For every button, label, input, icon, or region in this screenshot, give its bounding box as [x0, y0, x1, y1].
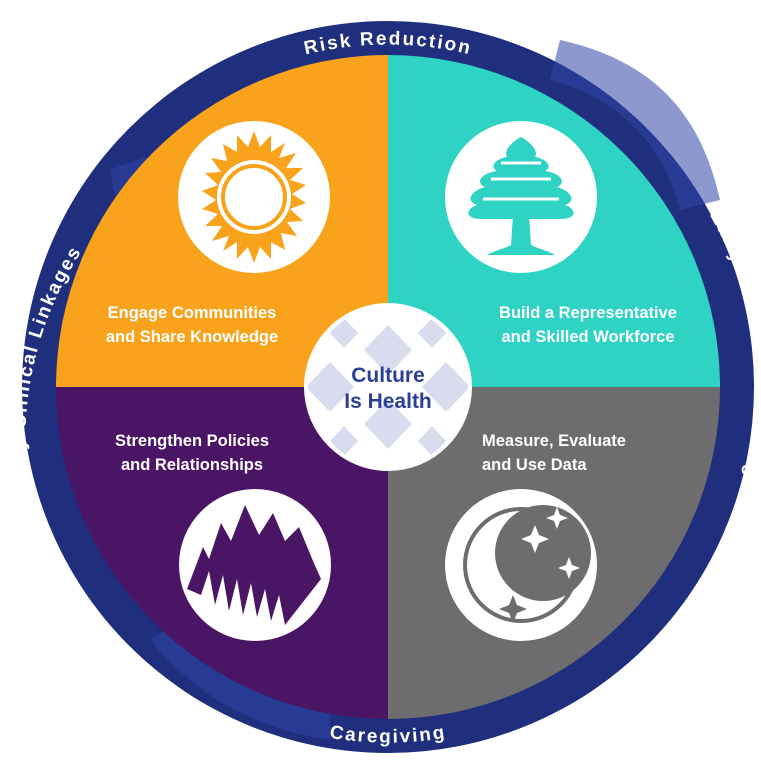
ring-swirl [550, 40, 720, 210]
sun-icon [178, 121, 330, 273]
center-pattern [308, 318, 468, 456]
moon-stars-icon [445, 489, 597, 641]
quadrant-label-workforce-line1: Build a Representative [499, 304, 677, 322]
quadrant-label-policies-line1: Strengthen Policies [115, 432, 269, 450]
mountain-icon [179, 489, 331, 641]
center-circle: Culture Is Health [304, 303, 472, 471]
quadrant-label-engage-line1: Engage Communities [108, 304, 277, 322]
quadrant-label-measure-line1: Measure, Evaluate [482, 432, 626, 450]
quadrant-label-measure-line2: and Use Data [482, 456, 587, 474]
quadrant-label-workforce-line2: and Skilled Workforce [502, 328, 675, 346]
quadrant-label-policies-line2: and Relationships [121, 456, 263, 474]
center-label-line1: Culture [351, 364, 425, 387]
tree-icon [445, 121, 597, 273]
quadrant-label-engage-line2: and Share Knowledge [106, 328, 278, 346]
center-label-line2: Is Health [344, 390, 432, 413]
